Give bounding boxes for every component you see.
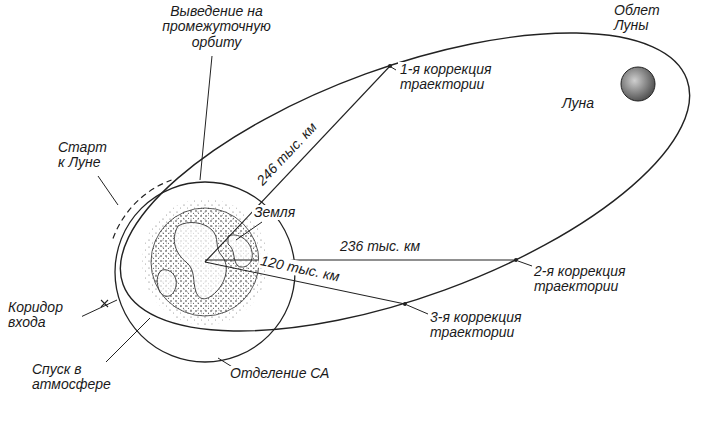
body-label: Луна [560, 96, 596, 111]
phase-label: Старт к Луне [56, 140, 118, 171]
phase-label: Отделение СА [228, 366, 331, 381]
continent [174, 223, 226, 299]
correction-label: 2-я коррекция траектории [532, 264, 648, 295]
flight-trajectory [84, 0, 709, 393]
phase-label: Спуск в атмосфере [30, 362, 130, 393]
correction-label: 1-я коррекция траектории [398, 62, 510, 93]
distance-line [205, 66, 390, 262]
correction-label: 3-я коррекция траектории [428, 310, 540, 341]
phase-label: Коридор входа [6, 300, 82, 331]
body-label: Земля [252, 205, 297, 220]
correction-point [514, 258, 518, 262]
corridor-mark [101, 300, 108, 307]
distance-line [205, 259, 516, 260]
distance-label: 236 тыс. км [338, 239, 422, 254]
continent [228, 235, 252, 267]
distance-label: 246 тыс. км [253, 118, 322, 190]
phase-label: Выведение на промежуточную орбиту [142, 4, 291, 50]
moon [621, 67, 655, 101]
flyby-label: Облет Луны [612, 3, 678, 34]
correction-point [403, 302, 407, 306]
distance-label: 120 тыс. км [257, 253, 343, 285]
continent [157, 270, 176, 297]
